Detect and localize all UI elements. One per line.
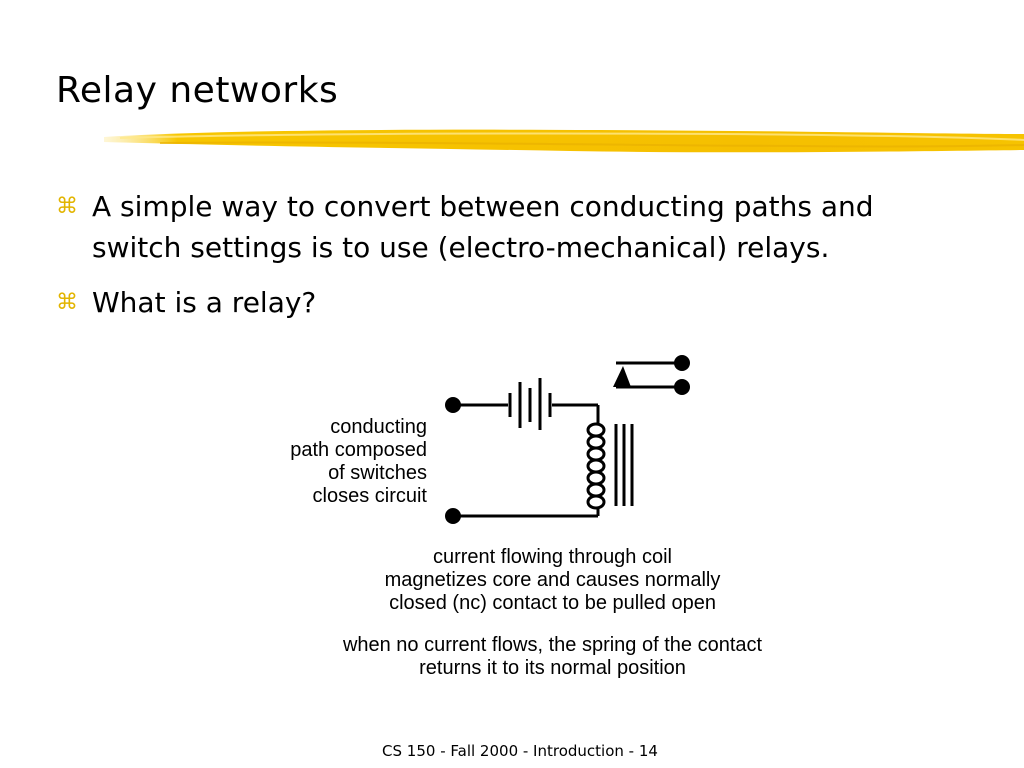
diagram-caption-spring: when no current flows, the spring of the…	[300, 634, 805, 680]
battery-symbol	[508, 378, 552, 430]
caption-line: current flowing through coil	[432, 546, 672, 568]
bullet-text: What is a relay?	[92, 286, 317, 319]
bullet-item: ⌘ What is a relay?	[56, 282, 936, 323]
label-line: of switches	[328, 462, 427, 484]
command-key-icon: ⌘	[56, 290, 78, 315]
title-highlight-stroke	[104, 129, 1024, 153]
command-key-icon: ⌘	[56, 194, 78, 219]
bullet-list: ⌘ A simple way to convert between conduc…	[56, 186, 936, 337]
slide-footer: CS 150 - Fall 2000 - Introduction - 14	[382, 742, 658, 760]
bullet-item: ⌘ A simple way to convert between conduc…	[56, 186, 936, 268]
diagram-caption-coil: current flowing through coil magnetizes …	[300, 546, 805, 615]
relay-schematic-icon	[445, 355, 690, 524]
caption-line: when no current flows, the spring of the…	[342, 634, 763, 656]
iron-core-symbol	[614, 424, 634, 506]
caption-line: returns it to its normal position	[419, 657, 686, 679]
slide-title: Relay networks	[56, 70, 339, 111]
bullet-text: A simple way to convert between conducti…	[92, 190, 874, 264]
coil-symbol	[586, 422, 606, 510]
label-line: conducting	[330, 416, 427, 438]
diagram-label-switches: conducting path composed of switches clo…	[207, 416, 427, 508]
caption-line: magnetizes core and causes normally	[384, 569, 721, 591]
label-line: closes circuit	[312, 485, 427, 507]
caption-line: closed (nc) contact to be pulled open	[389, 592, 716, 614]
label-line: path composed	[290, 439, 427, 461]
relay-contact-symbol	[613, 355, 690, 395]
